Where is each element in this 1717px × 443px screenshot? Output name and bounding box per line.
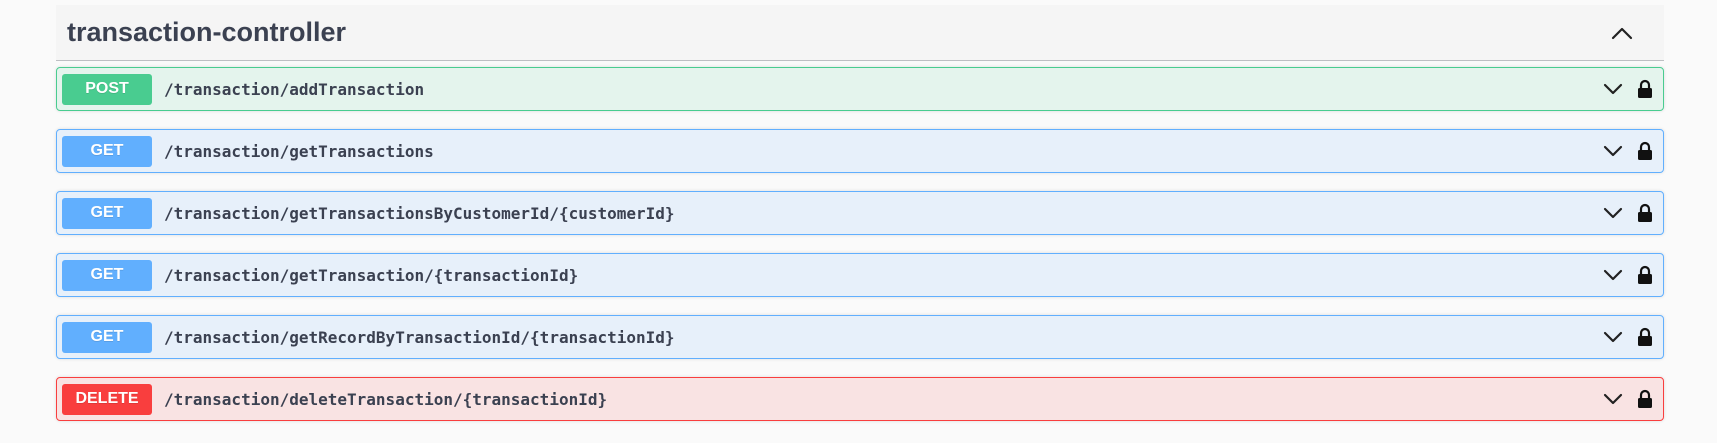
operation-get-transactions[interactable]: GET /transaction/getTransactions [56,129,1664,173]
section-title: transaction-controller [67,17,347,47]
method-badge: GET [62,197,152,229]
operation-path[interactable]: /transaction/deleteTransaction/{transact… [164,389,608,409]
operation-path[interactable]: /transaction/getTransactions [164,141,434,161]
operation-delete-transaction[interactable]: DELETE /transaction/deleteTransaction/{t… [56,377,1664,421]
operation-get-record-by-transaction-id[interactable]: GET /transaction/getRecordByTransactionI… [56,315,1664,359]
method-badge: GET [62,135,152,167]
chevron-down-icon[interactable] [1601,201,1625,225]
method-badge: DELETE [62,383,152,415]
section-header[interactable]: transaction-controller [56,5,1664,61]
chevron-down-icon[interactable] [1601,139,1625,163]
operation-get-transactions-by-customer-id[interactable]: GET /transaction/getTransactionsByCustom… [56,191,1664,235]
chevron-up-icon[interactable] [1610,21,1634,45]
method-badge: GET [62,259,152,291]
method-badge: GET [62,321,152,353]
operation-icons [1601,201,1655,225]
operation-path[interactable]: /transaction/addTransaction [164,79,425,99]
lock-icon[interactable] [1635,77,1655,101]
operation-icons [1601,77,1655,101]
chevron-down-icon[interactable] [1601,325,1625,349]
operation-path[interactable]: /transaction/getRecordByTransactionId/{t… [164,327,675,347]
operation-icons [1601,139,1655,163]
operations-list: POST /transaction/addTransaction GET /tr… [56,67,1664,421]
operation-icons [1601,263,1655,287]
method-badge: POST [62,73,152,105]
lock-icon[interactable] [1635,263,1655,287]
lock-icon[interactable] [1635,387,1655,411]
operation-path[interactable]: /transaction/getTransaction/{transaction… [164,265,579,285]
operation-get-transaction[interactable]: GET /transaction/getTransaction/{transac… [56,253,1664,297]
chevron-down-icon[interactable] [1601,263,1625,287]
lock-icon[interactable] [1635,325,1655,349]
operation-icons [1601,325,1655,349]
transaction-controller-section: transaction-controller POST /transaction… [56,5,1664,439]
operation-post-add-transaction[interactable]: POST /transaction/addTransaction [56,67,1664,111]
chevron-down-icon[interactable] [1601,77,1625,101]
chevron-down-icon[interactable] [1601,387,1625,411]
lock-icon[interactable] [1635,201,1655,225]
lock-icon[interactable] [1635,139,1655,163]
operation-path[interactable]: /transaction/getTransactionsByCustomerId… [164,203,675,223]
operation-icons [1601,387,1655,411]
